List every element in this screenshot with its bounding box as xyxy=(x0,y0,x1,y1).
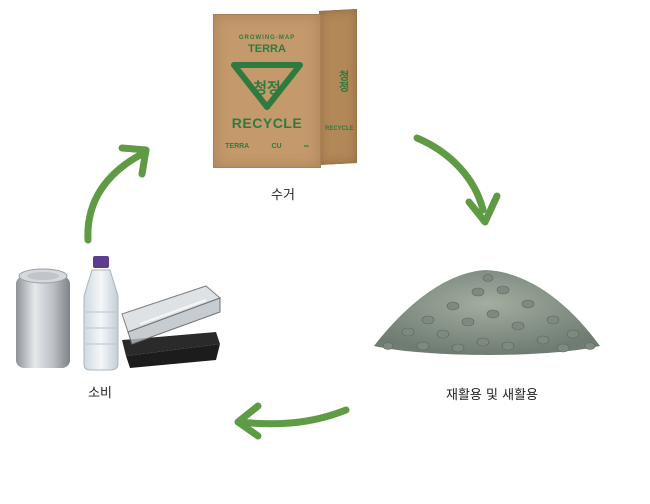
recycled-pellets-image xyxy=(374,270,600,355)
box-footer: TERRA CU ∞ xyxy=(214,143,320,150)
box-brand-small: GROWING-MAP xyxy=(238,35,296,41)
node-label-collect: 수거 xyxy=(271,188,295,203)
arrow-consume-to-collect-icon xyxy=(84,144,150,244)
box-front-panel: GROWING-MAP TERRA 청정 RECYCLE TERRA CU ∞ xyxy=(213,14,321,168)
water-bottle xyxy=(83,256,119,371)
box-brand-name: TERRA xyxy=(248,43,286,55)
box-footer-terra: TERRA xyxy=(225,143,250,150)
node-label-recycle: 재활용 및 새활용 xyxy=(446,388,538,403)
box-footer-logo: ∞ xyxy=(303,143,309,150)
aluminum-can xyxy=(16,268,70,368)
recycle-box-image: GROWING-MAP TERRA 청정 RECYCLE TERRA CU ∞ … xyxy=(213,8,358,168)
box-triangle-text: 청정 xyxy=(253,79,281,97)
node-label-consume: 소비 xyxy=(88,386,112,401)
food-containers xyxy=(121,285,221,368)
consumer-products-image xyxy=(16,256,221,371)
arrow-recycle-to-consume-icon xyxy=(234,402,350,440)
recycle-triangle-icon xyxy=(231,62,303,110)
box-side-text: 청정 xyxy=(337,70,350,92)
box-side-recycle: RECYCLE xyxy=(325,126,354,132)
box-footer-cu: CU xyxy=(271,143,282,150)
arrow-collect-to-recycle-icon xyxy=(413,134,501,226)
box-recycle-text: RECYCLE xyxy=(231,115,303,131)
